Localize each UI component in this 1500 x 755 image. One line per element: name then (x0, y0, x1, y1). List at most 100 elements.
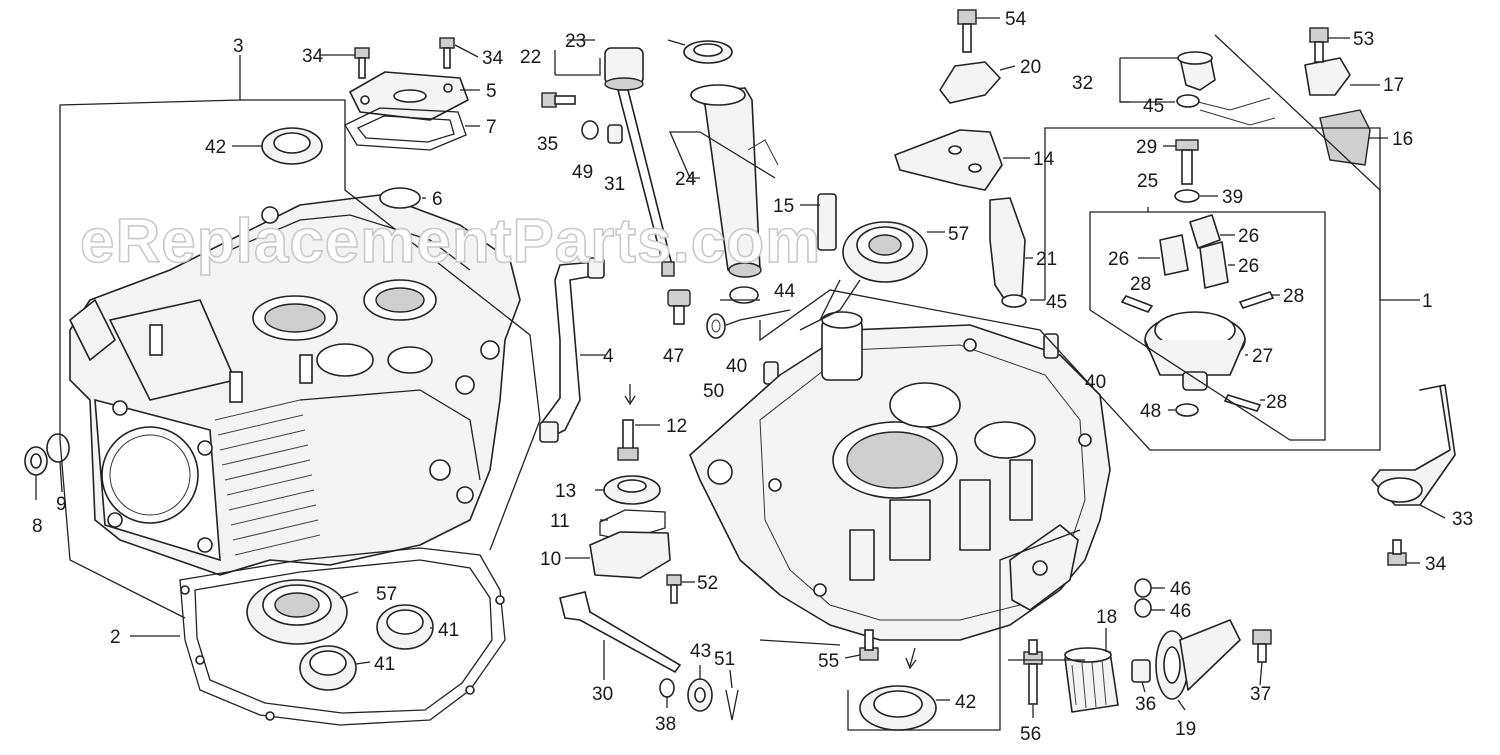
bolt-34-right[interactable] (439, 37, 455, 69)
o-ring-23[interactable] (683, 40, 733, 64)
screen-13[interactable] (603, 475, 661, 505)
cover-10[interactable] (589, 531, 671, 579)
washer-39[interactable] (1174, 189, 1200, 203)
bolt-35[interactable] (541, 92, 576, 108)
pin-51[interactable] (725, 689, 739, 721)
weight-26a[interactable] (1189, 214, 1221, 249)
bolt-34-left[interactable] (354, 47, 370, 79)
pin-28a[interactable] (1120, 295, 1154, 313)
governor-shaft-30[interactable] (559, 591, 682, 674)
bolt-29[interactable] (1175, 139, 1199, 185)
bearing-41-lower[interactable] (299, 645, 357, 691)
callout-26-c: 26 (1238, 256, 1259, 277)
bolt-37[interactable] (1252, 629, 1272, 663)
breather-cover-5[interactable] (349, 71, 469, 121)
callout-49: 49 (572, 162, 593, 183)
o-ring-44[interactable] (729, 286, 759, 304)
seal-8[interactable] (24, 446, 48, 476)
bolt-56[interactable] (1023, 639, 1043, 705)
cover-16[interactable] (1319, 109, 1371, 166)
dipstick-rod[interactable] (616, 89, 675, 277)
ring-9[interactable] (46, 433, 70, 463)
dipstick-cap-22[interactable] (604, 47, 644, 91)
gasket-11[interactable] (599, 509, 666, 541)
weight-26b[interactable] (1159, 234, 1189, 276)
callout-26-b: 26 (1108, 249, 1129, 270)
callout-33: 33 (1452, 509, 1473, 530)
callout-12: 12 (666, 416, 687, 437)
callout-27: 27 (1252, 346, 1273, 367)
oil-guide-21[interactable] (989, 197, 1026, 301)
callout-15: 15 (773, 196, 794, 217)
oil-sensor-32[interactable] (1177, 51, 1276, 126)
washer-45-lower[interactable] (1001, 294, 1027, 308)
callout-29: 29 (1136, 137, 1157, 158)
oil-seal-42-bottom[interactable] (859, 685, 937, 731)
bearing-41-upper[interactable] (376, 604, 434, 650)
bolt-53[interactable] (1309, 27, 1329, 63)
bolt-55[interactable] (859, 629, 879, 661)
bolt-54[interactable] (957, 9, 977, 53)
breather-tube-4[interactable] (539, 257, 605, 443)
washer-45-upper[interactable] (1176, 94, 1200, 108)
callout-5: 5 (486, 81, 497, 102)
callout-34-c: 34 (1425, 554, 1447, 575)
callout-16: 16 (1392, 129, 1413, 150)
bearing-57-lower[interactable] (246, 579, 348, 645)
screw-12[interactable] (617, 419, 639, 461)
callout-40-a: 40 (726, 356, 747, 377)
bolt-52[interactable] (666, 574, 682, 604)
bracket-20[interactable] (939, 61, 1001, 104)
callout-51: 51 (714, 649, 735, 670)
filter-base-19[interactable] (1155, 619, 1241, 700)
crankcase-gasket[interactable] (179, 547, 506, 726)
nipple-36[interactable] (1131, 659, 1151, 683)
callout-57-b: 57 (948, 224, 969, 245)
callout-13: 13 (555, 481, 576, 502)
bracket-33[interactable] (1371, 384, 1456, 506)
callout-42-b: 42 (955, 692, 976, 713)
dowel-40b[interactable] (1043, 333, 1059, 359)
washer-46a[interactable] (1134, 578, 1152, 598)
crankcase-cover[interactable] (689, 311, 1111, 641)
washer-49[interactable] (581, 120, 599, 140)
gear-27[interactable] (1144, 311, 1246, 391)
callout-53: 53 (1353, 29, 1374, 50)
callout-28-c: 28 (1266, 392, 1287, 413)
pin-15[interactable] (817, 193, 837, 251)
callout-3: 3 (233, 36, 244, 57)
collar-31[interactable] (607, 124, 623, 144)
callout-52: 52 (697, 573, 718, 594)
callout-32: 32 (1072, 73, 1093, 94)
bolt-47[interactable] (667, 289, 691, 325)
callout-35: 35 (537, 134, 558, 155)
callout-6: 6 (432, 189, 443, 210)
bearing-57-upper[interactable] (842, 221, 928, 283)
callout-2: 2 (110, 627, 121, 648)
oil-filter-18[interactable] (1064, 647, 1119, 713)
callout-7: 7 (486, 117, 497, 138)
callout-38: 38 (655, 714, 676, 735)
plug-6[interactable] (379, 187, 421, 209)
bolt-34-bracket[interactable] (1387, 539, 1407, 566)
cylinder-block[interactable] (69, 194, 521, 576)
seal-43[interactable] (687, 678, 713, 712)
washer-46b[interactable] (1134, 598, 1152, 618)
pin-28b[interactable] (1238, 291, 1275, 309)
breather-gasket-7[interactable] (344, 107, 467, 151)
filler-tube-24[interactable] (690, 84, 779, 278)
callout-23: 23 (565, 31, 586, 52)
washer-38[interactable] (659, 678, 675, 698)
clamp-17[interactable] (1304, 57, 1351, 96)
callout-26-a: 26 (1238, 226, 1259, 247)
oil-seal-42-top[interactable] (261, 127, 323, 165)
callout-28-b: 28 (1283, 286, 1304, 307)
callout-46-b: 46 (1170, 601, 1191, 622)
callout-46-a: 46 (1170, 579, 1191, 600)
plate-14[interactable] (894, 129, 1003, 191)
washer-48[interactable] (1175, 403, 1199, 417)
weight-26c[interactable] (1199, 241, 1229, 289)
washer-50[interactable] (706, 313, 726, 339)
callout-22: 22 (520, 47, 541, 68)
callout-42-a: 42 (205, 137, 226, 158)
